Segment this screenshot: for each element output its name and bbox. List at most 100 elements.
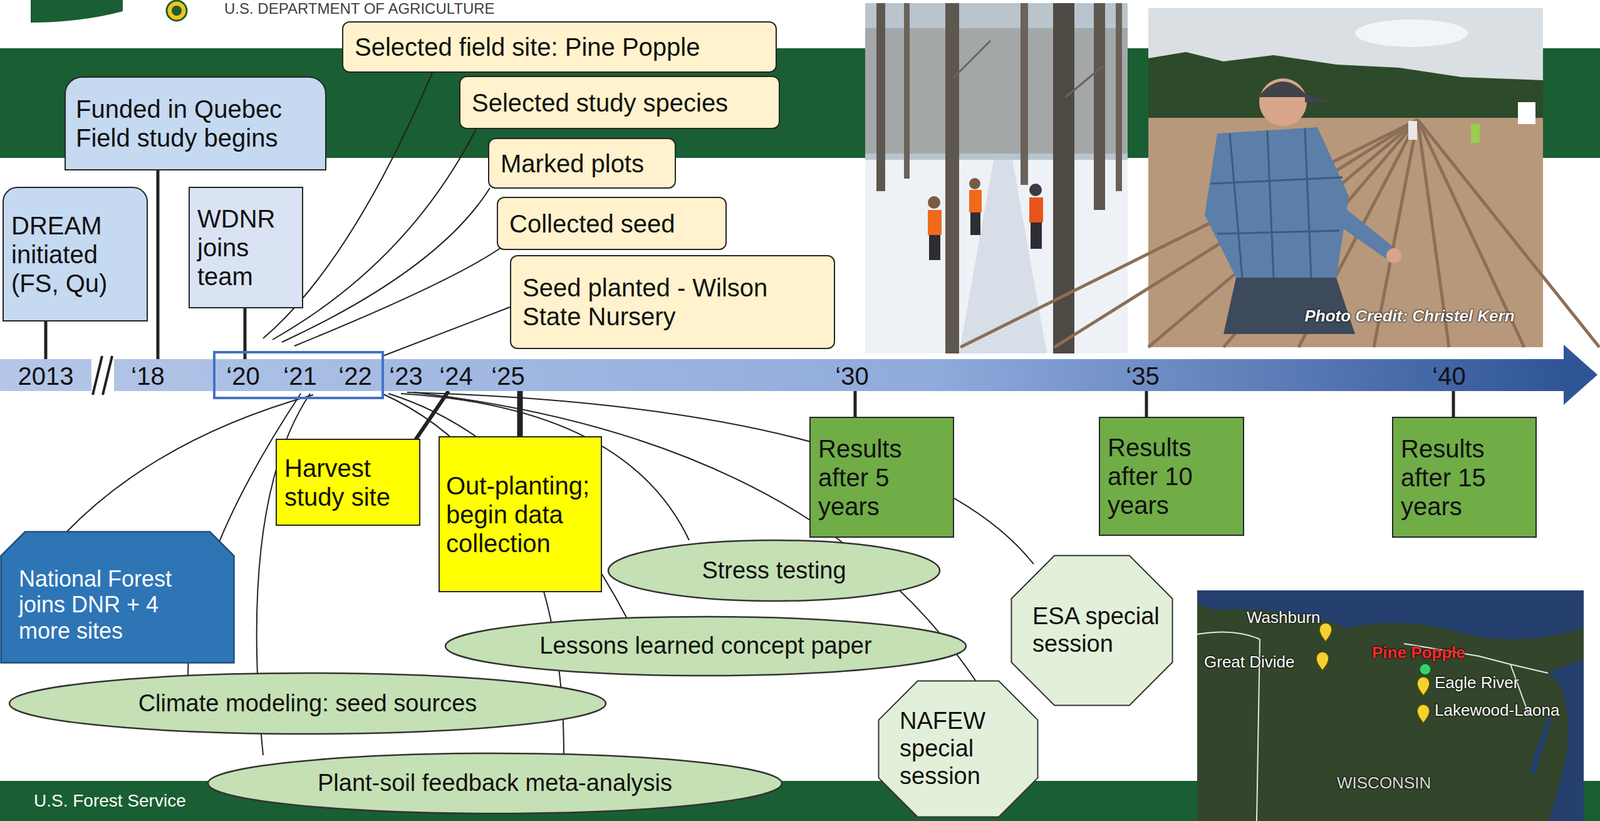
year-label: ‘35 [1125,361,1159,391]
agency-name: U.S. DEPARTMENT OF AGRICULTURE [224,0,495,18]
timeline-tick [156,169,160,359]
node-text: Seed planted - Wilson State Nursery [522,273,823,331]
node-text: National Forest joins DNR + 4 more sites [18,565,210,644]
site-map [1319,622,1332,642]
year-label: ‘40 [1432,361,1466,391]
map-label: Washburn [1246,608,1321,628]
milestone-box: Selected field site: Pine Popple [342,21,777,73]
timeline-tick [415,390,449,440]
nursery-photo [1408,120,1418,140]
forest-photo [927,209,942,235]
timeline-bar [1563,344,1598,405]
forest-photo [1030,222,1042,249]
nursery-photo [960,119,1600,348]
timeline-bar [214,352,383,398]
site-map [1417,676,1430,696]
node-text: Results after 10 years [1107,432,1236,520]
event-box: Funded in Quebec Field study begins [64,76,327,171]
nursery-photo [1204,127,1349,278]
nursery-photo [1517,102,1536,125]
year-label: ‘30 [835,361,869,391]
forest-photo [1029,183,1042,197]
agency-logo [166,0,187,21]
session-octagon: NAFEW special session [877,679,1039,818]
map-label: Lakewood-Laona [1434,701,1560,720]
result-box: Results after 15 years [1392,416,1537,538]
forest-photo [952,40,991,79]
product-ellipse: Lessons learned concept paper [444,615,968,677]
timeline-tick [44,319,48,359]
timeline-tick [1145,390,1149,418]
node-text: Lessons learned concept paper [539,632,872,660]
nursery-photo [1355,19,1468,47]
milestone-box: Selected study species [459,75,780,130]
year-label: ‘23 [389,361,423,391]
timeline-tick [853,390,858,418]
node-text: WDNR joins team [197,204,295,291]
node-text: Funded in Quebec Field study begins [75,94,316,153]
site-map [1417,704,1430,723]
forest-photo [1093,3,1106,210]
node-text: Results after 5 years [818,434,946,521]
session-octagon: ESA special session [1010,554,1174,707]
node-text: Out-planting; begin data collection [446,471,595,558]
product-ellipse: Stress testing [607,538,941,603]
footer-text: U.S. Forest Service [33,790,187,811]
forest-photo [945,3,960,354]
year-label: ‘25 [491,361,525,391]
octagon-shape [878,680,1039,817]
forest-photo [865,3,1128,354]
forest-photo [865,3,1128,354]
node-text: DREAM initiated (FS, Qu) [11,211,140,298]
node-text: Harvest study site [284,453,412,512]
node-text: Marked plots [500,149,645,178]
year-label: ‘24 [439,361,473,391]
timeline-bar [102,355,113,395]
nursery-photo [1148,117,1543,348]
ellipse-shape [9,672,606,734]
node-text: NAFEW special session [899,707,1027,790]
timeline-tick [517,390,524,438]
site-map [1197,631,1549,821]
milestone-box: Out-planting; begin data collection [438,436,603,593]
leader-line [407,392,1034,564]
octagon-shape [1011,555,1173,706]
ellipse-shape [445,616,967,676]
product-ellipse: Climate modeling: seed sources [8,671,608,735]
product-ellipse: Plant-soil feedback meta-analysis [206,751,784,815]
site-map [1197,590,1584,639]
timeline-bar [92,355,103,395]
milestone-box: Seed planted - Wilson State Nursery [509,254,836,349]
forest-photo [970,212,981,235]
nursery-photo [1223,277,1356,334]
photo-credit: Photo Credit: Christel Kern [1304,306,1515,326]
milestone-box: Harvest study site [275,438,421,526]
node-text: Results after 15 years [1400,434,1528,521]
timeline-bar [91,354,115,396]
leader-line [281,187,490,343]
site-map [1197,631,1260,639]
nursery-photo [1229,133,1243,278]
agency-logo [30,0,187,23]
forest-photo [927,196,941,209]
nursery-photo [1386,248,1402,264]
node-text: Plant-soil feedback meta-analysis [317,769,673,797]
node-text: Collected seed [509,209,676,239]
agency-logo [30,0,123,23]
forest-photo [1115,3,1123,192]
nursery-photo [1470,124,1480,143]
map-label: Great Divide [1204,652,1295,672]
event-box: DREAM initiated (FS, Qu) [2,186,148,322]
pentagon-shape [1,531,235,663]
partner-badge: National Forest joins DNR + 4 more sites [0,530,235,664]
site-map [1548,659,1584,821]
result-box: Results after 10 years [1098,416,1245,536]
node-text: Stress testing [701,556,846,585]
node-text: Selected field site: Pine Popple [354,32,700,62]
forest-photo [1020,3,1029,185]
event-box: WDNR joins team [188,186,304,309]
nursery-photo [1148,51,1543,121]
leader-line [382,306,510,356]
nursery-photo [1257,81,1309,98]
site-map [1529,715,1552,774]
